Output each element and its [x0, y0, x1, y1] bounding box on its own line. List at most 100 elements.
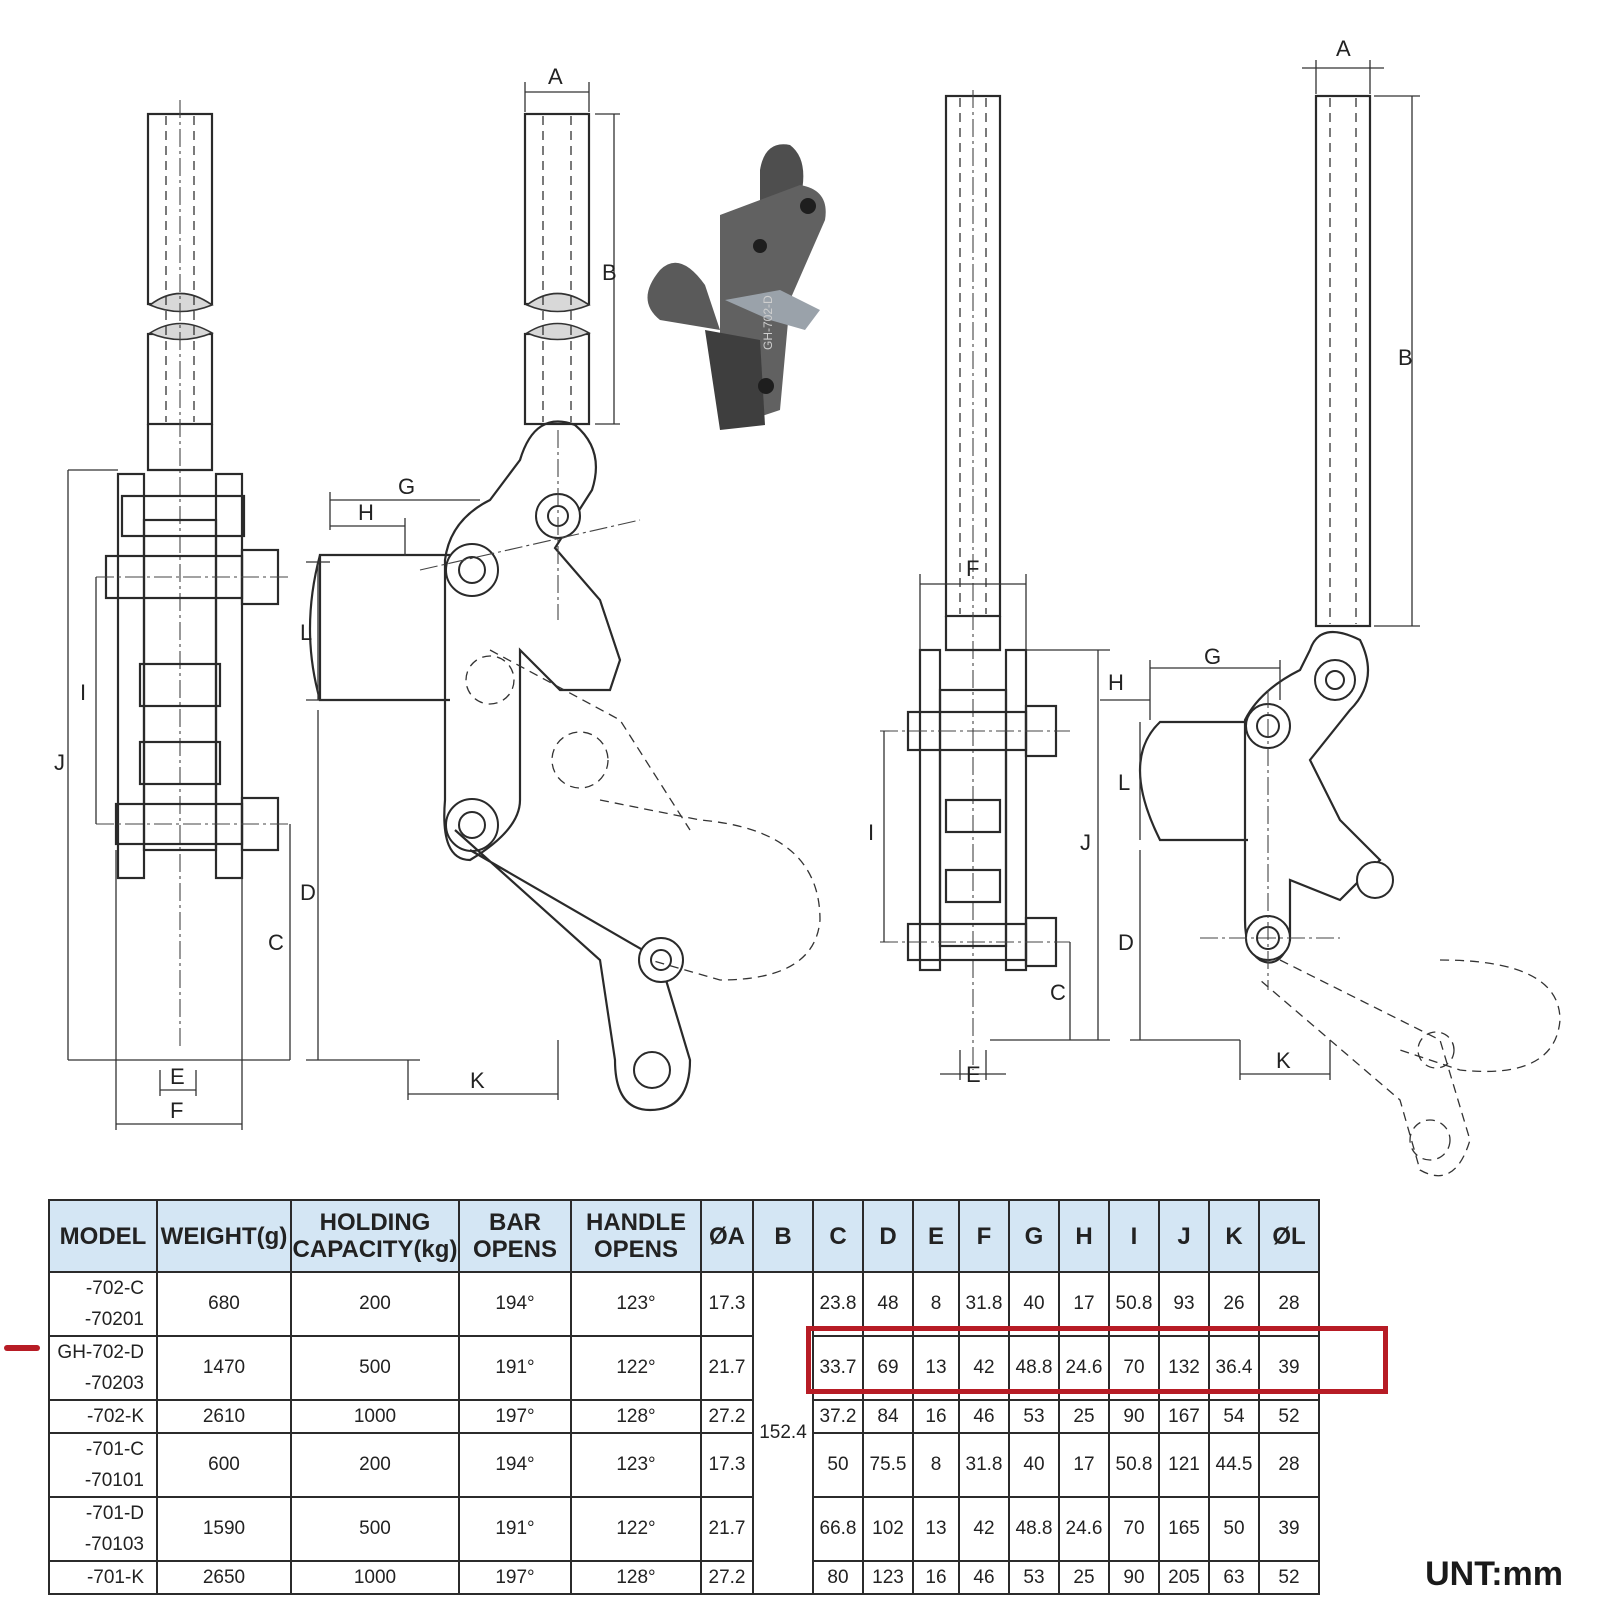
col-header-weight: WEIGHT(g) — [156, 1199, 292, 1273]
E-cell: 13 — [912, 1496, 960, 1562]
K-cell: 54 — [1208, 1399, 1260, 1434]
dL-cell: 52 — [1258, 1560, 1320, 1595]
F-cell: 46 — [958, 1399, 1010, 1434]
G-cell: 53 — [1008, 1560, 1060, 1595]
col-header-J: J — [1158, 1199, 1210, 1273]
table-row: -702-K 2610 1000 197° 128° 27.2 37.2 84 … — [48, 1399, 1320, 1434]
bar-opens-cell: 191° — [458, 1496, 572, 1562]
selected-row-marker — [4, 1345, 40, 1351]
dL-cell: 28 — [1258, 1432, 1320, 1498]
dA-cell: 27.2 — [700, 1399, 754, 1434]
col-header-B: B — [752, 1199, 814, 1273]
col-header-K: K — [1208, 1199, 1260, 1273]
K-cell: 44.5 — [1208, 1432, 1260, 1498]
front-view-701: F I J C E — [868, 90, 1110, 1087]
weight-cell: 680 — [156, 1271, 292, 1337]
G-cell: 48.8 — [1008, 1496, 1060, 1562]
front-view-702: J I C E F — [54, 100, 291, 1130]
dA-cell: 17.3 — [700, 1432, 754, 1498]
technical-drawings: J I C E F A B — [54, 36, 1561, 1177]
handle-opens-cell: 128° — [570, 1560, 702, 1595]
holding-cell: 1000 — [290, 1399, 460, 1434]
dim-label-J-701: J — [1080, 830, 1091, 855]
weight-cell: 2650 — [156, 1560, 292, 1595]
header-line: HANDLE — [586, 1209, 686, 1236]
J-cell: 165 — [1158, 1496, 1210, 1562]
model-cell: -701-D — [48, 1496, 158, 1529]
col-header-I: I — [1108, 1199, 1160, 1273]
highlight-box — [806, 1326, 1388, 1394]
J-cell: 121 — [1158, 1432, 1210, 1498]
table-row: -701-D 1590 500 191° 122° 21.7 66.8 102 … — [48, 1496, 1320, 1562]
dim-label-I-front: I — [80, 680, 86, 705]
table-row: -70201 — [48, 1304, 1319, 1337]
dim-label-A-side: A — [548, 64, 563, 89]
table-row: -701-C 600 200 194° 123° 17.3 50 75.5 8 … — [48, 1432, 1320, 1498]
D-cell: 102 — [862, 1496, 914, 1562]
dim-label-D-side: D — [300, 880, 316, 905]
dim-label-I-701: I — [868, 820, 874, 845]
dA-cell: 17.3 — [700, 1271, 754, 1337]
dim-label-B-701: B — [1398, 345, 1413, 370]
handle-opens-cell: 122° — [570, 1496, 702, 1562]
dim-label-J-front: J — [54, 750, 65, 775]
model-cell: -70101 — [48, 1465, 158, 1498]
dim-label-B-side: B — [602, 260, 617, 285]
col-header-H: H — [1058, 1199, 1110, 1273]
D-cell: 84 — [862, 1399, 914, 1434]
E-cell: 8 — [912, 1432, 960, 1498]
holding-cell: 500 — [290, 1496, 460, 1562]
E-cell: 16 — [912, 1399, 960, 1434]
model-cell: -702-K — [48, 1399, 158, 1434]
C-cell: 50 — [812, 1432, 864, 1498]
model-cell: -70201 — [48, 1304, 158, 1337]
holding-cell: 200 — [290, 1432, 460, 1498]
F-cell: 42 — [958, 1496, 1010, 1562]
bar-opens-cell: 194° — [458, 1432, 572, 1498]
dim-label-H-701: H — [1108, 670, 1124, 695]
header-line: BAR — [489, 1209, 541, 1236]
side-view-702: A B G H L D — [300, 64, 821, 1112]
bar-opens-cell: 197° — [458, 1399, 572, 1434]
D-cell: 123 — [862, 1560, 914, 1595]
G-cell: 40 — [1008, 1432, 1060, 1498]
table-row: -70203 — [48, 1368, 1319, 1401]
dim-label-C-front: C — [268, 930, 284, 955]
model-cell: -70103 — [48, 1529, 158, 1562]
B-cell-shared: 152.4 — [752, 1271, 814, 1595]
dA-cell: 27.2 — [700, 1560, 754, 1595]
col-header-G: G — [1008, 1199, 1060, 1273]
I-cell: 50.8 — [1108, 1432, 1160, 1498]
model-cell: GH-702-D — [48, 1335, 158, 1368]
E-cell: 16 — [912, 1560, 960, 1595]
side-view-701: A B G H L D K — [1100, 36, 1561, 1177]
D-cell: 75.5 — [862, 1432, 914, 1498]
I-cell: 70 — [1108, 1496, 1160, 1562]
bar-opens-cell: 194° — [458, 1271, 572, 1337]
dA-cell: 21.7 — [700, 1335, 754, 1401]
weight-cell: 1470 — [156, 1335, 292, 1401]
dim-label-D-701: D — [1118, 930, 1134, 955]
J-cell: 205 — [1158, 1560, 1210, 1595]
holding-cell: 500 — [290, 1335, 460, 1401]
handle-opens-cell: 128° — [570, 1399, 702, 1434]
handle-opens-cell: 122° — [570, 1335, 702, 1401]
header-line: CAPACITY(kg) — [292, 1236, 458, 1263]
dim-label-C-701: C — [1050, 980, 1066, 1005]
dim-label-G-701: G — [1204, 644, 1221, 669]
weight-cell: 2610 — [156, 1399, 292, 1434]
C-cell: 66.8 — [812, 1496, 864, 1562]
col-header-F: F — [958, 1199, 1010, 1273]
holding-cell: 1000 — [290, 1560, 460, 1595]
header-line: OPENS — [472, 1236, 558, 1263]
product-engraving: GH-702-D — [761, 295, 775, 350]
bar-opens-cell: 191° — [458, 1335, 572, 1401]
dim-label-A-701: A — [1336, 36, 1351, 61]
I-cell: 90 — [1108, 1560, 1160, 1595]
C-cell: 80 — [812, 1560, 864, 1595]
H-cell: 17 — [1058, 1432, 1110, 1498]
